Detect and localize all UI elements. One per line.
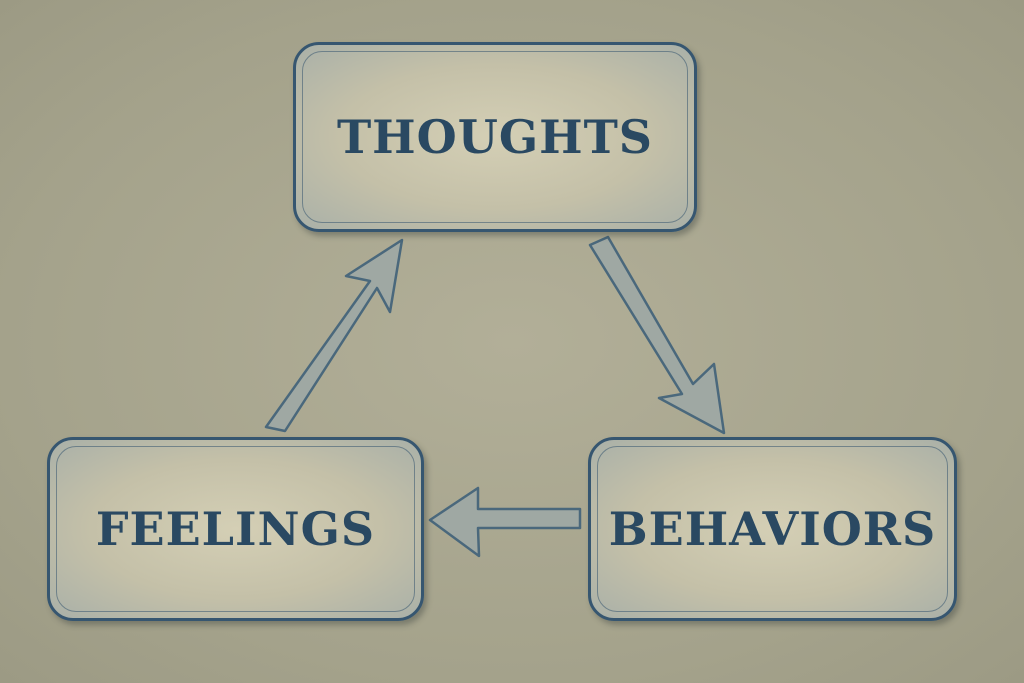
node-label: FEELINGS — [95, 502, 376, 556]
node-thoughts: THOUGHTS — [293, 42, 697, 232]
node-feelings: FEELINGS — [47, 437, 424, 621]
node-behaviors: BEHAVIORS — [588, 437, 957, 621]
arrow-thoughts-to-behaviors — [588, 235, 726, 435]
arrow-behaviors-to-feelings — [428, 486, 582, 558]
node-label: THOUGHTS — [336, 110, 654, 164]
node-label: BEHAVIORS — [608, 502, 937, 556]
arrow-feelings-to-thoughts — [264, 238, 404, 433]
